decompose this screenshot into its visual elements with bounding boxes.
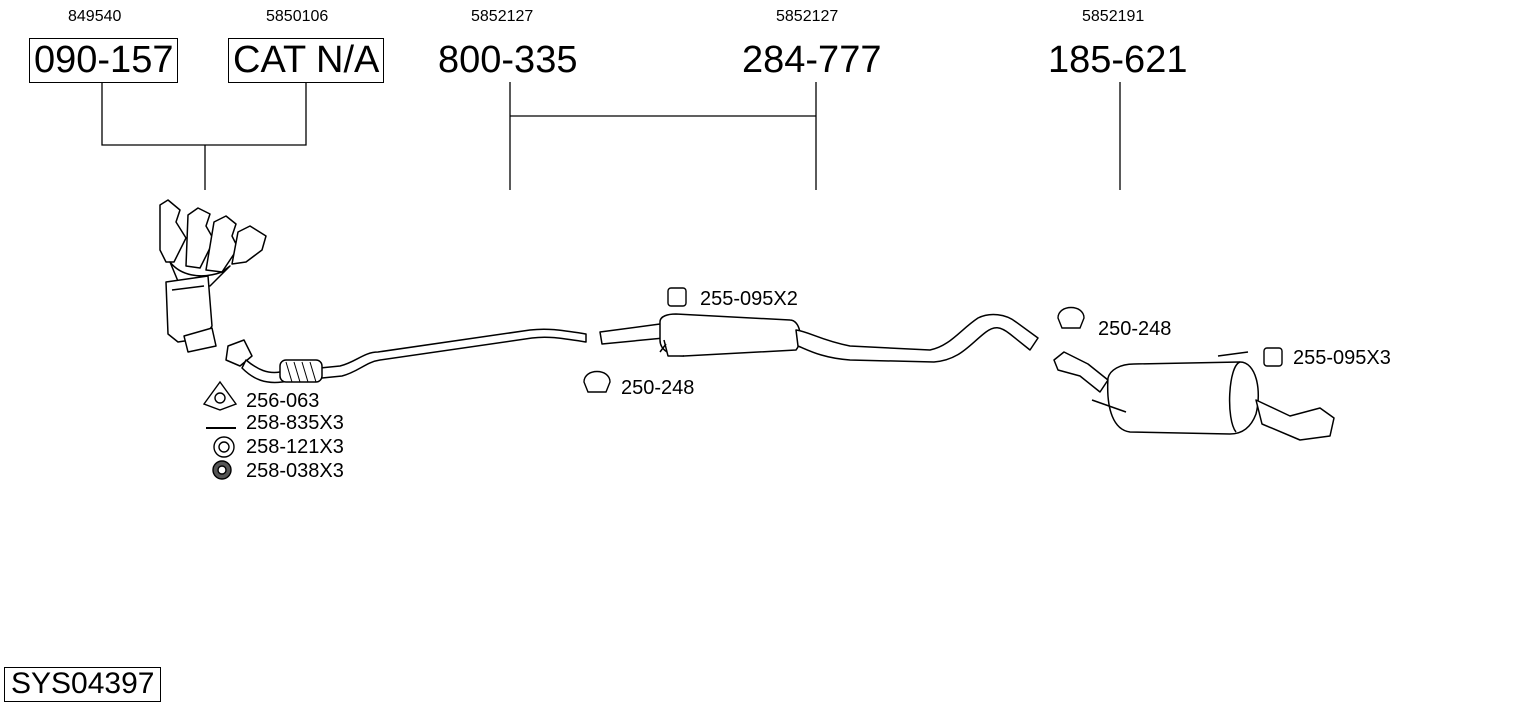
oem-number-manifold: 849540 xyxy=(68,8,122,25)
accessory-icons xyxy=(202,287,1283,480)
part-number-manifold[interactable]: 090-157 xyxy=(29,38,179,83)
part-number-front-pipe[interactable]: 800-335 xyxy=(438,39,578,81)
oem-number-middle-silencer: 5852127 xyxy=(776,8,839,25)
accessory-hanger-rear-label: 255-095X3 xyxy=(1293,347,1391,369)
clamp-mid-icon xyxy=(583,370,611,393)
front-pipe-icon xyxy=(225,328,587,384)
clamp-rear-icon xyxy=(1057,306,1085,329)
oem-number-rear-silencer: 5852191 xyxy=(1082,8,1145,25)
accessory-hanger-mid-label: 255-095X2 xyxy=(700,288,798,310)
accessory-clamp-mid-label: 250-248 xyxy=(621,377,695,399)
manifold-catalyst-icon xyxy=(159,199,267,353)
accessory-bolt-label: 258-835X3 xyxy=(246,412,344,434)
hanger-mid-icon xyxy=(667,287,687,307)
oem-number-catalyst: 5850106 xyxy=(266,8,329,25)
accessory-ring-label: 258-121X3 xyxy=(246,436,344,458)
leader-bracket-front xyxy=(101,82,307,146)
hanger-rear-icon xyxy=(1263,347,1283,367)
accessory-clamp-rear-label: 250-248 xyxy=(1098,318,1172,340)
system-id: SYS04397 xyxy=(4,667,162,702)
accessory-nut-label: 258-038X3 xyxy=(246,460,344,482)
leader-lines xyxy=(101,82,1121,190)
accessory-gasket-label: 256-063 xyxy=(246,390,320,412)
oem-number-front-pipe: 5852127 xyxy=(471,8,534,25)
part-number-middle-silencer[interactable]: 284-777 xyxy=(742,39,882,81)
middle-silencer-icon xyxy=(599,313,1039,363)
part-number-rear-silencer[interactable]: 185-621 xyxy=(1048,39,1188,81)
rear-silencer-icon xyxy=(1053,351,1335,441)
